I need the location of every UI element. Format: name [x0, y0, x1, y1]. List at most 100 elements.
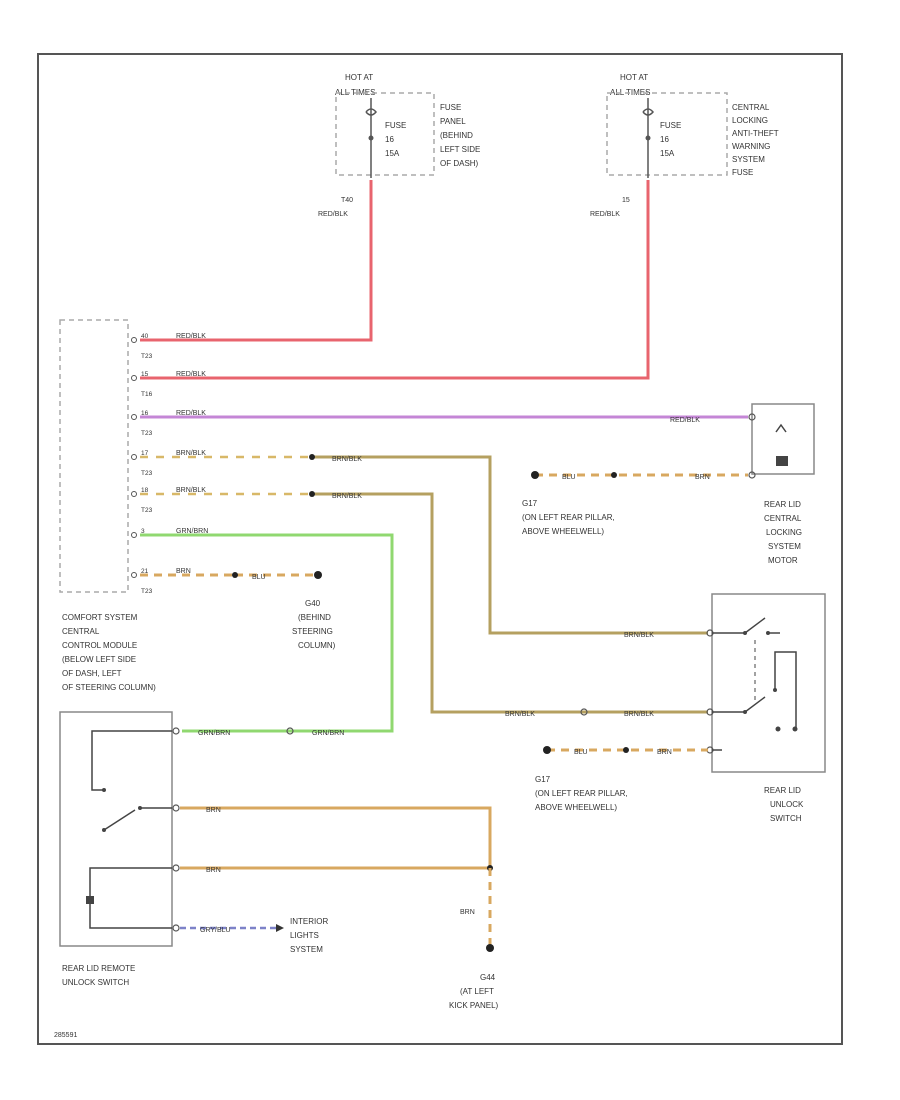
module-pin-wire-color: BRN/BLK [176, 450, 206, 457]
module-pin-connector [131, 454, 137, 460]
module-pin-connector [131, 532, 137, 538]
remote-switch-wire-brn1: BRN [206, 807, 221, 814]
module-pin-connector [131, 414, 137, 420]
ground-pillar-2-label-2: ABOVE WHEELWELL) [535, 803, 617, 812]
module-label-6: OF STEERING COLUMN) [62, 683, 156, 692]
fuse-box-left: HOT AT ALL TIMES FUSE 16 15A FUSE PANEL … [318, 73, 480, 218]
footer-code: 285591 [54, 1032, 77, 1039]
fuse-right-loc-1: CENTRAL [732, 103, 770, 112]
ground-pillar-2-wire2: BRN [657, 749, 672, 756]
module-pin-wire-color: RED/BLK [176, 410, 206, 417]
fuse-left-number: 16 [385, 135, 394, 144]
module-pin-number: 17 [141, 450, 149, 457]
module-pin-number: 18 [141, 487, 149, 494]
module-pin-connector [131, 375, 137, 381]
ground-icon [531, 471, 539, 479]
module-pin-wire-color: GRN/BRN [176, 528, 208, 535]
rear-lid-unlock-switch: REAR LID UNLOCK SWITCH [706, 593, 826, 823]
module-pin-number: 40 [141, 333, 149, 340]
motor-label-3: LOCKING [766, 528, 802, 537]
ground-icon [486, 944, 494, 952]
switch-icon [86, 730, 172, 929]
module-wire-right-label-1: BRN/BLK [332, 456, 362, 463]
splice-dot-17 [309, 454, 315, 460]
fuse-right-loc-3: ANTI-THEFT [732, 129, 779, 138]
module-pin-wire-color: BRN/BLK [176, 487, 206, 494]
fuse-right-terminal: 15 [622, 197, 630, 204]
module-pin-wire-color: RED/BLK [176, 333, 206, 340]
fuse-left-loc-4: LEFT SIDE [440, 145, 480, 154]
module-pin-number: 21 [141, 568, 149, 575]
motor-label-1: REAR LID [764, 500, 801, 509]
ground-kick-label-1: (AT LEFT [460, 987, 494, 996]
unlock-switch-label-3: SWITCH [770, 814, 802, 823]
interior-lights-label-3: SYSTEM [290, 945, 323, 954]
unlock-switch-wire-mid-right: BRN/BLK [624, 711, 654, 718]
fuse-left-loc-2: PANEL [440, 117, 466, 126]
ground-pillar-1-wire1: BLU [562, 474, 576, 481]
module-pin-wire-color: RED/BLK [176, 371, 206, 378]
module-wire-right-label-2: BRN/BLK [332, 493, 362, 500]
module-label-1: COMFORT SYSTEM [62, 613, 138, 622]
fuse-box-right: HOT AT ALL TIMES FUSE 16 15A CENTRAL LOC… [590, 73, 779, 218]
module-pin-connector [131, 572, 137, 578]
fuse-right-hot-label: HOT AT [620, 73, 648, 82]
motor-label-2: CENTRAL [764, 514, 802, 523]
ground-pillar-2-label-1: (ON LEFT REAR PILLAR, [535, 789, 628, 798]
ground-kick-label-2: KICK PANEL) [449, 1001, 499, 1010]
wire-brown-18 [312, 492, 708, 714]
module-pin-connector-code: T23 [141, 588, 153, 595]
remote-switch-wire-blue: GRY/BLU [200, 927, 231, 934]
fuse-icon [642, 108, 654, 141]
module-pin-connector-code: T23 [141, 353, 153, 360]
splice-dot-18 [309, 491, 315, 497]
ground-icon [543, 746, 551, 754]
wire-red-fuse-left [140, 180, 373, 342]
unlock-switch-wire-top: BRN/BLK [624, 632, 654, 639]
ground-kick-id: G44 [480, 973, 496, 982]
wire-red-fuse-right [140, 180, 650, 380]
motor-label-4: SYSTEM [768, 542, 801, 551]
module-pin-number: 3 [141, 528, 145, 535]
arrow-icon [276, 924, 284, 932]
fuse-left-terminal: T40 [341, 197, 353, 204]
remote-switch-wire-brn2: BRN [206, 867, 221, 874]
module-pin-connector [131, 337, 137, 343]
connector-icon [580, 708, 588, 716]
fuse-right-amps: 15A [660, 149, 675, 158]
interior-lights-label-1: INTERIOR [290, 917, 328, 926]
remote-switch-wire-green-right: GRN/BRN [312, 730, 344, 737]
fuse-left-amps: 15A [385, 149, 400, 158]
splice-dot-g17-2 [623, 747, 629, 753]
module-pin-number: 15 [141, 371, 149, 378]
module-label-4: (BELOW LEFT SIDE [62, 655, 136, 664]
fuse-left-loc-1: FUSE [440, 103, 461, 112]
wire-brown-17 [312, 455, 708, 635]
fuse-right-loc-5: SYSTEM [732, 155, 765, 164]
module-label-5: OF DASH, LEFT [62, 669, 122, 678]
splice-dot-21 [232, 572, 238, 578]
ground-pillar-2-wire1: BLU [574, 749, 588, 756]
unlock-switch-label-1: REAR LID [764, 786, 801, 795]
ground-under-dash-label-2: STEERING [292, 627, 333, 636]
module-pin-connector-code: T23 [141, 430, 153, 437]
ground-pillar-2-id: G17 [535, 775, 551, 784]
remote-switch-label-2: UNLOCK SWITCH [62, 978, 129, 987]
motor-icon [775, 423, 788, 466]
fuse-left-name: FUSE [385, 121, 406, 130]
ground-pillar-1-id: G17 [522, 499, 538, 508]
module-pin-connector-code: T23 [141, 507, 153, 514]
ground-pillar-1-label-2: ABOVE WHEELWELL) [522, 527, 604, 536]
ground-pillar-1-wire2: BRN [695, 474, 710, 481]
motor-label-5: MOTOR [768, 556, 798, 565]
remote-switch-wire-green-left: GRN/BRN [198, 730, 230, 737]
ground-kick-wire-color: BRN [460, 909, 475, 916]
remote-switch-label-1: REAR LID REMOTE [62, 964, 135, 973]
ground-under-dash-label-1: (BEHIND [298, 613, 331, 622]
module-pin-connector [131, 491, 137, 497]
fuse-right-number: 16 [660, 135, 669, 144]
ground-icon [314, 571, 322, 579]
fuse-left-wire-color: RED/BLK [318, 211, 348, 218]
